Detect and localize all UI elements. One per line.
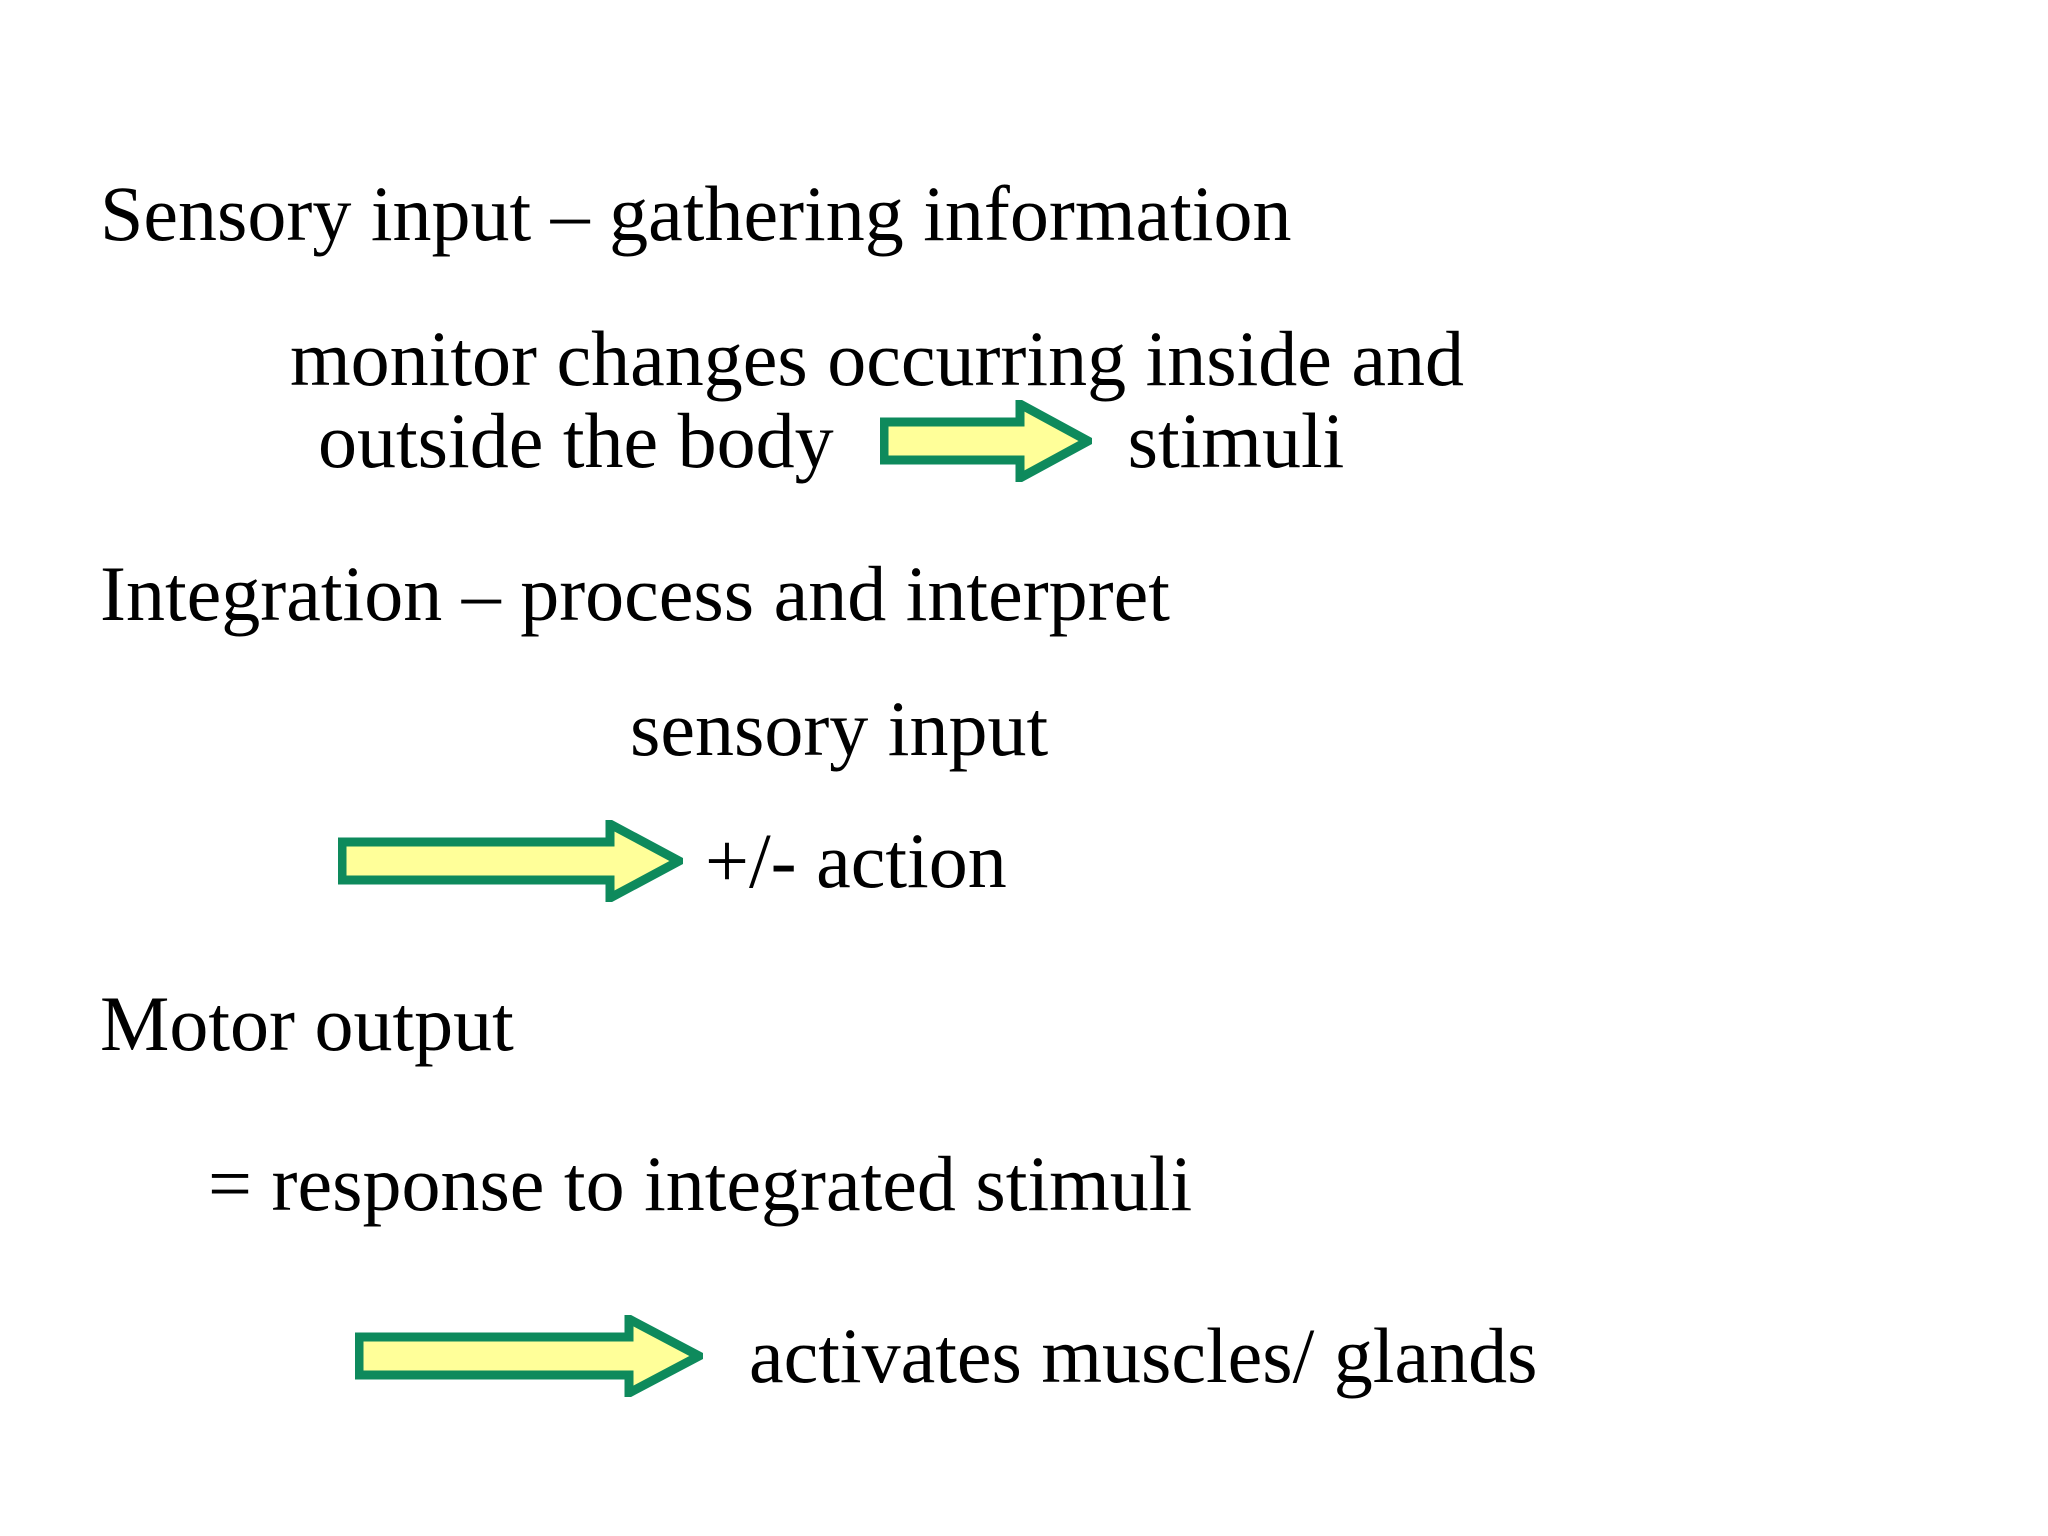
outside-body-text: outside the body bbox=[318, 397, 834, 484]
stimuli-text: stimuli bbox=[1127, 397, 1345, 484]
integration-heading: Integration – process and interpret bbox=[100, 550, 1170, 637]
right-block-arrow-icon bbox=[879, 400, 1092, 482]
activates-muscles-row: activates muscles/ glands bbox=[355, 1315, 1537, 1397]
monitor-changes-text: monitor changes occurring inside and bbox=[290, 315, 1464, 402]
activates-muscles-glands-text: activates muscles/ glands bbox=[749, 1312, 1538, 1399]
sensory-input-heading: Sensory input – gathering information bbox=[100, 170, 1292, 257]
sensory-input-sub-text: sensory input bbox=[630, 685, 1049, 772]
response-to-stimuli-text: = response to integrated stimuli bbox=[208, 1140, 1193, 1227]
motor-output-heading: Motor output bbox=[100, 980, 514, 1067]
right-block-arrow-icon bbox=[338, 820, 683, 902]
plus-minus-action-text: +/- action bbox=[705, 817, 1007, 904]
plus-minus-action-row: +/- action bbox=[338, 820, 1007, 902]
outside-body-row: outside the body stimuli bbox=[318, 400, 1344, 482]
right-block-arrow-icon bbox=[355, 1315, 703, 1397]
